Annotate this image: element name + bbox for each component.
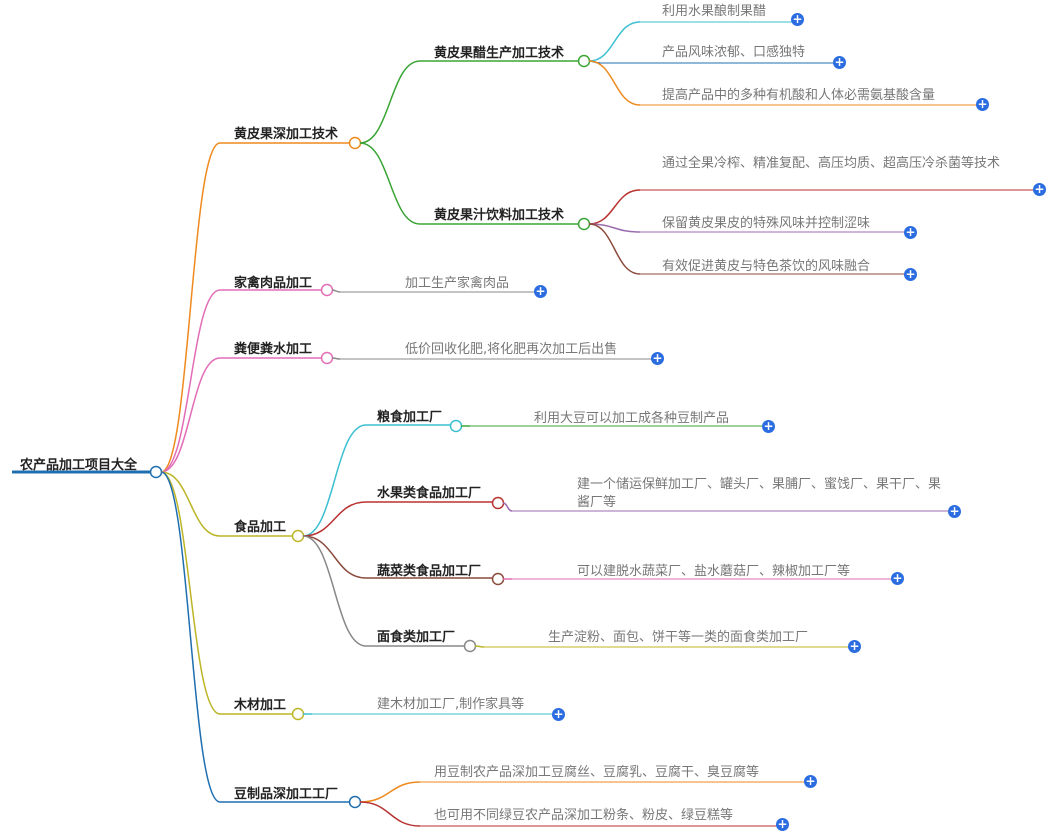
node-label-b1s1l3: 提高产品中的多种有机酸和人体必需氨基酸含量 [662, 88, 936, 103]
connector-b4s2l1 [502, 502, 513, 512]
node-label-b4s1l1: 利用大豆可以加工成各种豆制产品 [534, 411, 730, 426]
node-label-b1s2: 黄皮果汁饮料加工技术 [434, 208, 565, 223]
connector-b3l1 [331, 357, 341, 360]
expand-plus-icon-b3l1[interactable]: + [651, 351, 664, 365]
expand-plus-icon-b6l2[interactable]: + [776, 817, 789, 831]
collapse-toggle-b4s1[interactable] [449, 419, 463, 433]
expand-plus-icon-b2l1[interactable]: + [534, 284, 547, 298]
connector-b1s1l1 [588, 21, 641, 62]
connector-b1 [160, 142, 221, 473]
expand-plus-icon-b1s2l3[interactable]: + [904, 267, 917, 281]
node-label-b4s2: 水果类食品加工厂 [377, 486, 482, 501]
expand-plus-icon-b5l1[interactable]: + [552, 707, 565, 721]
connector-b3 [160, 357, 221, 473]
node-label-b4s3: 蔬菜类食品加工厂 [377, 564, 482, 579]
collapse-toggle-b2[interactable] [320, 283, 334, 297]
node-label-b6l1: 用豆制农产品深加工豆腐丝、豆腐乳、豆腐干、臭豆腐等 [434, 765, 760, 780]
collapse-toggle-b4s2[interactable] [491, 496, 505, 510]
collapse-toggle-b4s4[interactable] [463, 639, 477, 653]
node-label-b1s1l2: 产品风味浓郁、口感独特 [662, 45, 806, 60]
connector-b1s1 [359, 60, 421, 144]
node-label-b4s4l1: 生产淀粉、面包、饼干等一类的面食类加工厂 [548, 630, 809, 645]
connector-b6l1 [359, 781, 421, 803]
node-label-b1s1: 黄皮果醋生产加工技术 [434, 46, 565, 61]
connector-b1s1l3 [588, 60, 641, 106]
node-label-b4: 食品加工 [234, 520, 287, 535]
collapse-toggle-b4s3[interactable] [491, 572, 505, 586]
connector-b6 [160, 471, 221, 803]
connector-b4s2 [302, 501, 367, 537]
expand-plus-icon-b4s1l1[interactable]: + [762, 419, 775, 433]
node-label-b2l1: 加工生产家禽肉品 [405, 276, 510, 291]
expand-plus-icon-b1s1l3[interactable]: + [976, 97, 989, 111]
node-label-b4s1: 粮食加工厂 [377, 410, 443, 425]
node-label-b5l1: 建木材加工厂,制作家具等 [377, 697, 525, 712]
node-label-b5: 木材加工 [234, 698, 287, 713]
collapse-toggle-b1s1[interactable] [577, 54, 591, 68]
expand-plus-icon-b1s2l1[interactable]: + [1033, 182, 1046, 196]
collapse-toggle-b3[interactable] [320, 351, 334, 365]
connector-b4s1 [302, 424, 367, 537]
node-label-b1s2l2: 保留黄皮果皮的特殊风味并控制涩味 [662, 216, 871, 231]
collapse-toggle-root[interactable] [149, 465, 163, 479]
collapse-toggle-b1s2[interactable] [577, 217, 591, 231]
node-label-b2: 家禽肉品加工 [234, 276, 313, 291]
expand-plus-icon-b6l1[interactable]: + [804, 774, 817, 788]
connector-b4s3 [302, 535, 367, 579]
node-label-b1s2l3: 有效促进黄皮与特色茶饮的风味融合 [662, 259, 871, 274]
node-label-b4s2l1: 建一个储运保鲜加工厂、罐头厂、果脯厂、蜜饯厂、果干厂、果酱厂等 [577, 477, 942, 510]
collapse-toggle-b4[interactable] [291, 529, 305, 543]
expand-plus-icon-b1s1l2[interactable]: + [833, 55, 846, 69]
expand-plus-icon-b4s3l1[interactable]: + [891, 571, 904, 585]
node-label-b6l2: 也可用不同绿豆农产品深加工粉条、粉皮、绿豆糕等 [434, 808, 734, 823]
expand-plus-icon-b1s2l2[interactable]: + [904, 225, 917, 239]
node-label-b3l1: 低价回收化肥,将化肥再次加工后出售 [405, 342, 618, 357]
connector-b1s2l3 [588, 223, 641, 275]
connector-b2l1 [331, 289, 341, 293]
node-label-b1s1l1: 利用水果酿制果醋 [662, 4, 767, 19]
node-label-b4s3l1: 可以建脱水蔬菜厂、盐水蘑菇厂、辣椒加工厂等 [577, 564, 851, 579]
connector-b2 [160, 289, 221, 473]
connector-b6l2 [359, 801, 421, 827]
connector-b4s4l1 [474, 645, 485, 648]
connector-b1s2l1 [588, 189, 641, 225]
collapse-toggle-b6[interactable] [348, 795, 362, 809]
connector-b4 [160, 471, 221, 537]
connector-b4s4 [302, 535, 367, 647]
node-label-root: 农产品加工项目大全 [20, 458, 138, 473]
connector-b1s2 [359, 142, 421, 225]
node-label-b3: 粪便粪水加工 [234, 342, 313, 357]
connector-b5 [160, 471, 221, 715]
node-label-b4s4: 面食类加工厂 [377, 630, 456, 645]
node-label-b1s2l1: 通过全果冷榨、精准复配、高压均质、超高压冷杀菌等技术 [662, 156, 1001, 171]
expand-plus-icon-b4s2l1[interactable]: + [948, 504, 961, 518]
expand-plus-icon-b1s1l1[interactable]: + [791, 12, 804, 26]
node-label-b1: 黄皮果深加工技术 [234, 127, 339, 142]
collapse-toggle-b5[interactable] [291, 707, 305, 721]
expand-plus-icon-b4s4l1[interactable]: + [848, 639, 861, 653]
node-label-b6: 豆制品深加工工厂 [234, 787, 339, 802]
collapse-toggle-b1[interactable] [348, 136, 362, 150]
